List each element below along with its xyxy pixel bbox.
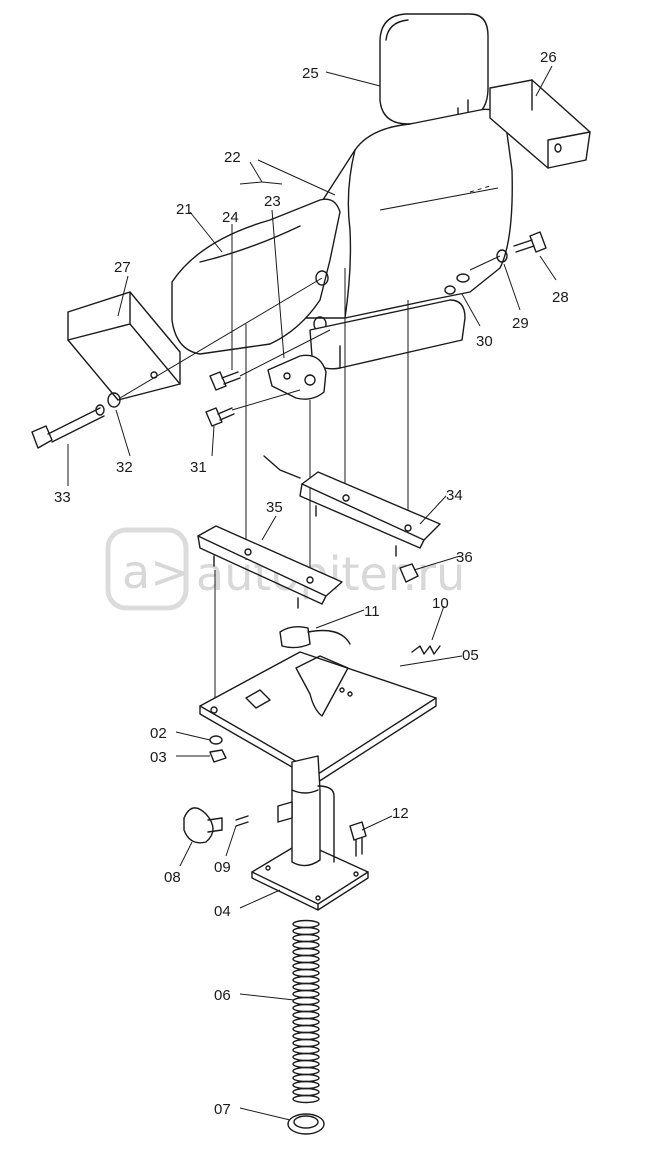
knob-11 <box>279 625 351 649</box>
spring-coil <box>292 982 320 992</box>
watermark-logo: a> <box>122 545 189 599</box>
alignment-lines <box>119 159 501 710</box>
spring-coil <box>292 1038 320 1048</box>
spring-coil <box>292 1052 320 1062</box>
callout-labels: 25 26 22 23 24 21 27 28 29 30 31 32 33 3… <box>54 49 569 1118</box>
seat-rail-34 <box>263 455 441 557</box>
bolt-09 <box>235 815 249 827</box>
spring-coil <box>292 1010 320 1020</box>
label-29: 29 <box>512 315 529 332</box>
label-05: 05 <box>462 647 479 664</box>
watermark-text: autopiter.ru <box>196 547 465 601</box>
label-08: 08 <box>164 869 181 886</box>
label-04: 04 <box>214 903 231 920</box>
spring-coil <box>292 961 320 971</box>
spring-coil <box>292 940 320 950</box>
spring-coil <box>292 975 320 985</box>
label-24: 24 <box>222 209 239 226</box>
spring-coil <box>292 1024 320 1034</box>
label-23: 23 <box>264 193 281 210</box>
spring-coil <box>292 926 320 936</box>
label-06: 06 <box>214 987 231 1004</box>
label-02: 02 <box>150 725 167 742</box>
label-21: 21 <box>176 201 193 218</box>
spring-coil <box>292 996 320 1006</box>
label-33: 33 <box>54 489 71 506</box>
cap-07 <box>287 1113 325 1135</box>
spring-coil <box>292 1073 320 1083</box>
label-36: 36 <box>456 549 473 566</box>
label-32: 32 <box>116 459 133 476</box>
label-26: 26 <box>540 49 557 66</box>
spring-coil <box>292 1031 320 1041</box>
spring-coil <box>292 989 320 999</box>
spring-coil <box>292 1087 320 1097</box>
armrest-right <box>489 79 591 169</box>
label-35: 35 <box>266 499 283 516</box>
spring-coil <box>292 968 320 978</box>
recline-bracket <box>267 354 327 400</box>
label-34: 34 <box>446 487 463 504</box>
label-10: 10 <box>432 595 449 612</box>
label-12: 12 <box>392 805 409 822</box>
spring-coil <box>292 1094 320 1104</box>
label-27: 27 <box>114 259 131 276</box>
bolt-12 <box>349 821 367 857</box>
spring-coil <box>292 1059 320 1069</box>
bolt-33 <box>31 404 105 449</box>
pedestal-04 <box>251 755 369 911</box>
label-09: 09 <box>214 859 231 876</box>
label-22: 22 <box>224 149 241 166</box>
label-25: 25 <box>302 65 319 82</box>
seat-cushion <box>171 198 341 355</box>
bolt-24 <box>209 371 241 391</box>
spring-coil <box>292 1066 320 1076</box>
spring-10 <box>411 645 441 655</box>
spring-06 <box>292 919 320 1104</box>
nut-36 <box>399 563 419 583</box>
bolt-28 <box>513 231 547 253</box>
washer-32 <box>107 392 121 408</box>
label-03: 03 <box>150 749 167 766</box>
spring-coil <box>292 919 320 929</box>
seat-rail-35 <box>197 525 343 609</box>
spring-coil <box>292 933 320 943</box>
spring-coil <box>292 1017 320 1027</box>
mount-plate-05 <box>199 651 437 783</box>
spring-coil <box>292 1080 320 1090</box>
label-11: 11 <box>364 603 380 620</box>
spring-coil <box>292 954 320 964</box>
label-07: 07 <box>214 1101 231 1118</box>
spring-coil <box>292 1003 320 1013</box>
washer-02 <box>209 735 223 745</box>
washer-29 <box>496 249 508 263</box>
armrest-left <box>67 291 181 401</box>
bolt-31 <box>205 407 235 427</box>
nut-03 <box>209 749 227 763</box>
label-28: 28 <box>552 289 569 306</box>
label-31: 31 <box>190 459 207 476</box>
spring-coil <box>292 1045 320 1055</box>
leader-lines <box>67 65 557 1121</box>
spring-coil <box>292 947 320 957</box>
knob-08 <box>183 807 223 844</box>
label-30: 30 <box>476 333 493 350</box>
